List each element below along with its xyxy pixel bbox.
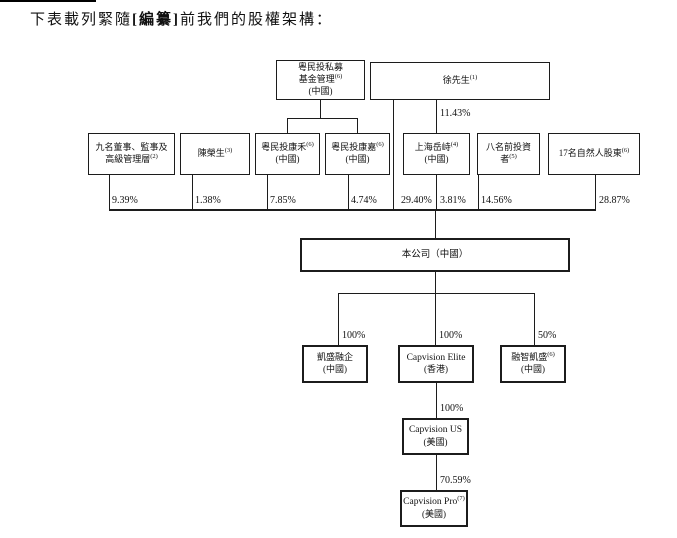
pct-elite-to-us: 100% bbox=[440, 403, 464, 414]
node-former-investors-line2: 者(5) bbox=[500, 153, 517, 164]
edge-collector-line bbox=[109, 209, 596, 211]
node-elite-country: (香港) bbox=[424, 364, 448, 375]
edge-xu-to-company bbox=[393, 100, 394, 210]
node-yuezhi-country: (中國) bbox=[424, 154, 449, 164]
edge-directors-to-company bbox=[109, 175, 110, 210]
node-directors-line2: 高級管理層(2) bbox=[105, 153, 158, 164]
node-individual-shareholders-label: 17名自然人股東(6) bbox=[558, 147, 630, 159]
edge-chen-to-company bbox=[192, 175, 193, 210]
edge-elite-to-us bbox=[436, 383, 437, 418]
pct-kangjia: 4.74% bbox=[351, 195, 377, 206]
edge-individuals-to-company bbox=[595, 175, 596, 210]
node-former-investors: 八名前投資 者(5) bbox=[477, 133, 540, 175]
pct-company-to-rongzhi: 50% bbox=[538, 330, 557, 341]
node-pro-label: Capvision Pro(7) bbox=[403, 495, 465, 508]
title-redacted-bracket: [編纂] bbox=[132, 12, 181, 28]
pct-directors: 9.39% bbox=[112, 195, 138, 206]
title-prefix: 下表載列緊隨 bbox=[30, 12, 133, 28]
node-mr-xu: 徐先生(1) bbox=[370, 62, 550, 100]
node-mr-xu-label: 徐先生(1) bbox=[442, 74, 478, 86]
pct-chen: 1.38% bbox=[195, 195, 221, 206]
node-shanghai-yuezhi: 上海岳峙(4) (中國) bbox=[403, 133, 470, 175]
node-directors-supervisors: 九名董事、監事及 高級管理層(2) bbox=[88, 133, 175, 175]
edge-us-to-pro bbox=[436, 455, 437, 490]
node-kangjia-label: 粵民投康嘉(6) bbox=[331, 141, 384, 153]
pct-former-investors: 14.56% bbox=[481, 195, 512, 206]
pct-company-to-elite: 100% bbox=[439, 330, 463, 341]
edge-fundmgr-split bbox=[287, 118, 358, 119]
edge-company-down bbox=[435, 272, 436, 293]
edge-kangjia-to-company bbox=[348, 175, 349, 210]
edge-investors-to-company bbox=[478, 175, 479, 210]
node-fund-manager-line2: 基金管理(6) bbox=[298, 73, 343, 85]
node-directors-line1: 九名董事、監事及 bbox=[95, 142, 168, 153]
node-kangjia: 粵民投康嘉(6) (中國) bbox=[325, 133, 390, 175]
pct-xu-to-yuezhi: 11.43% bbox=[440, 108, 471, 119]
page-title: 下表載列緊隨[編纂]前我們的股權架構： bbox=[30, 8, 333, 29]
node-capvision-elite: Capvision Elite (香港) bbox=[398, 345, 474, 383]
edge-collector-to-company bbox=[435, 210, 436, 238]
edge-kanghe-to-company bbox=[267, 175, 268, 210]
node-kanghe-country: (中國) bbox=[275, 154, 300, 164]
node-fund-manager-country: (中國) bbox=[308, 85, 333, 96]
edge-company-to-elite bbox=[435, 293, 436, 345]
node-pro-country: (美國) bbox=[422, 508, 446, 519]
node-rongzhi-country: (中國) bbox=[521, 364, 545, 374]
node-yuezhi-label: 上海岳峙(4) bbox=[414, 141, 459, 153]
pct-individuals: 28.87% bbox=[599, 195, 630, 206]
node-rongzhi-label: 融智凱盛(6) bbox=[511, 351, 555, 363]
node-capvision-pro: Capvision Pro(7) (美國) bbox=[400, 490, 468, 527]
node-company-label: 本公司（中國） bbox=[401, 249, 469, 260]
node-fund-manager: 粵民投私募 基金管理(6) (中國) bbox=[276, 60, 365, 100]
node-chen-label: 陳榮生(3) bbox=[197, 147, 233, 159]
pct-kanghe: 7.85% bbox=[270, 195, 296, 206]
edge-company-split bbox=[338, 293, 535, 294]
node-us-label: Capvision US bbox=[408, 425, 463, 436]
pct-yuezhi: 3.81% bbox=[440, 195, 466, 206]
edge-xu-to-yuezhi bbox=[436, 100, 437, 133]
edge-company-to-rongzhi bbox=[534, 293, 535, 345]
node-kanghe-label: 粵民投康禾(6) bbox=[261, 141, 314, 153]
node-kangjia-country: (中國) bbox=[345, 154, 370, 164]
node-kanghe: 粵民投康禾(6) (中國) bbox=[255, 133, 320, 175]
node-us-country: (美國) bbox=[423, 436, 448, 447]
node-rongzhi-kaisheng: 融智凱盛(6) (中國) bbox=[500, 345, 566, 383]
node-individual-shareholders: 17名自然人股東(6) bbox=[548, 133, 640, 175]
node-kaisheng-rongqi: 凱盛融企 (中國) bbox=[302, 345, 368, 383]
edge-fundmgr-down bbox=[320, 100, 321, 118]
edge-company-to-kaisheng bbox=[338, 293, 339, 345]
edge-yuezhi-to-company bbox=[436, 175, 437, 210]
node-capvision-us: Capvision US (美國) bbox=[402, 418, 469, 455]
edge-fundmgr-to-kanghe bbox=[287, 118, 288, 133]
node-fund-manager-line1: 粵民投私募 bbox=[297, 62, 343, 73]
title-suffix: 前我們的股權架構： bbox=[180, 12, 334, 28]
node-elite-label: Capvision Elite bbox=[406, 352, 466, 363]
node-kaisheng-country: (中國) bbox=[323, 364, 347, 374]
page-top-rule bbox=[0, 0, 96, 2]
pct-us-to-pro: 70.59% bbox=[440, 475, 471, 486]
node-chen-rongsheng: 陳榮生(3) bbox=[180, 133, 250, 175]
node-former-investors-line1: 八名前投資 bbox=[485, 142, 531, 153]
pct-xu-direct: 29.40% bbox=[401, 195, 432, 206]
edge-fundmgr-to-kangjia bbox=[357, 118, 358, 133]
node-kaisheng-label: 凱盛融企 bbox=[316, 352, 353, 363]
pct-company-to-kaisheng: 100% bbox=[342, 330, 366, 341]
node-company: 本公司（中國） bbox=[300, 238, 570, 272]
